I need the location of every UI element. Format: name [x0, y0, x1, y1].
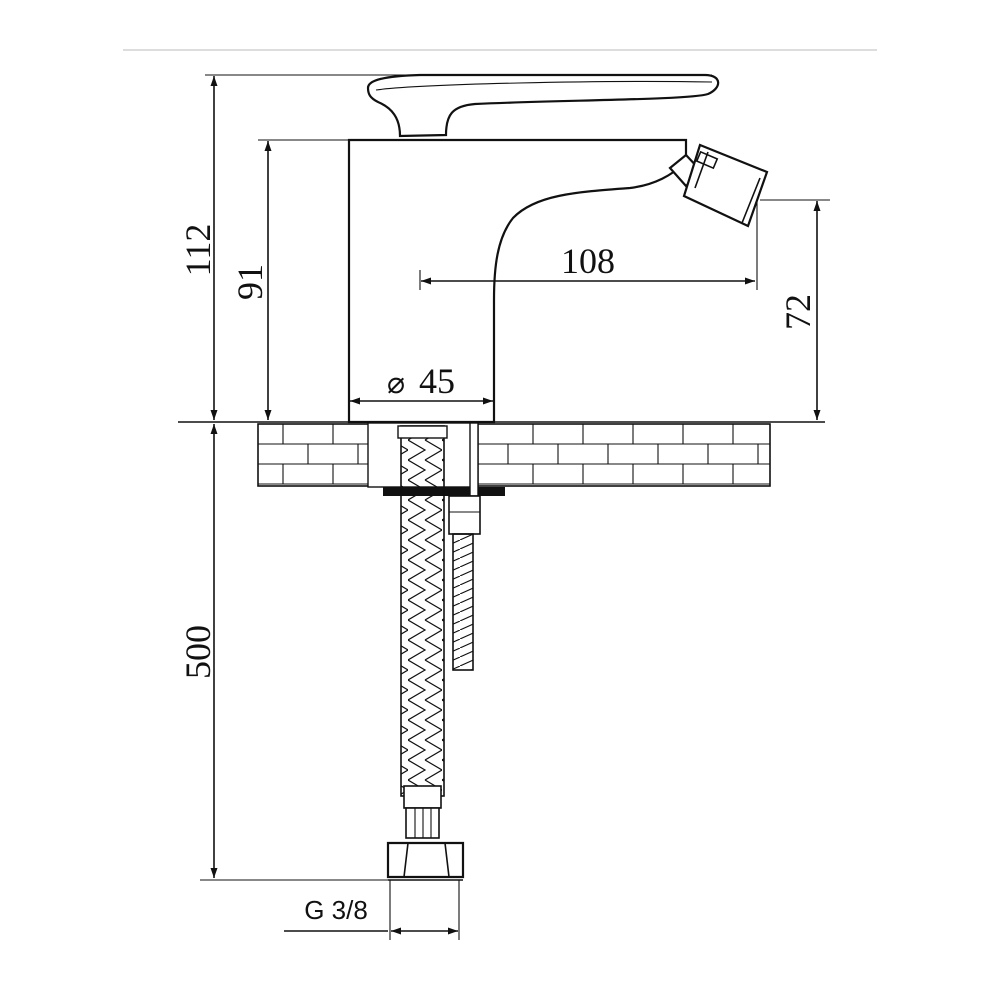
- hose-ferrule: [403, 785, 442, 809]
- countertop-section: [178, 421, 825, 496]
- label-spout-reach: 108: [561, 241, 615, 281]
- brick-joints: [282, 424, 759, 484]
- label-hose-length: 500: [178, 625, 218, 679]
- label-outlet-height: 72: [778, 294, 818, 330]
- faucet-body: [347, 73, 769, 424]
- dimension-labels: 112 91 500 72 108 ⌀ 45 G 3/8: [178, 224, 818, 925]
- nozzle-edge: [694, 151, 761, 224]
- extension-lines: [200, 74, 830, 940]
- threaded-stud: [448, 422, 481, 671]
- nozzle-ring: [695, 150, 719, 170]
- supply-hose: [386, 425, 465, 881]
- stud-nut: [448, 495, 481, 535]
- lever-highlight: [375, 80, 713, 91]
- label-body-height: 91: [230, 264, 270, 300]
- hex-nut: [386, 841, 465, 879]
- label-base-diameter: 45: [419, 361, 455, 401]
- label-thread: G 3/8: [304, 895, 368, 925]
- mixer-body: [347, 138, 688, 424]
- lever-handle: [366, 73, 720, 138]
- diameter-symbol: ⌀: [387, 367, 405, 400]
- label-total-height: 112: [178, 224, 218, 277]
- dimension-lines: [210, 76, 821, 935]
